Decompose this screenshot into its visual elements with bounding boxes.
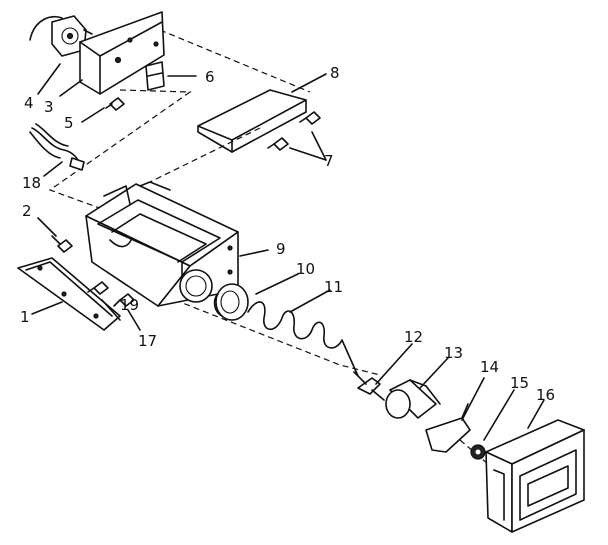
label-part-19: 19: [120, 296, 139, 314]
label-part-3: 3: [44, 98, 54, 116]
label-part-1: 1: [20, 308, 30, 326]
part-lever: [425, 403, 471, 453]
part-screw-17: [113, 293, 135, 307]
label-part-6: 6: [205, 68, 215, 86]
part-auger-spring: [247, 301, 359, 377]
part-bushing: [213, 283, 249, 321]
label-part-12: 12: [404, 328, 423, 346]
part-clip: [145, 61, 165, 91]
label-part-2: 2: [22, 202, 32, 220]
label-part-14: 14: [480, 358, 499, 376]
label-part-17: 17: [138, 332, 157, 350]
label-part-11: 11: [324, 278, 343, 296]
part-screw-19: [87, 281, 109, 295]
label-part-13: 13: [444, 344, 463, 362]
part-bracket-rail: [17, 257, 121, 331]
label-part-5: 5: [64, 114, 74, 132]
label-part-18: 18: [22, 174, 41, 192]
part-number-labels: 4 3 5 6 8 7 18 2 9 10 11 1 19 17 12 13 1…: [20, 64, 555, 404]
label-part-7: 7: [324, 152, 334, 170]
part-mounting-bracket: [79, 11, 165, 95]
part-cutter-housing: [385, 379, 441, 419]
part-ice-bucket-housing: [85, 181, 239, 307]
label-part-8: 8: [330, 64, 340, 82]
label-part-10: 10: [296, 260, 315, 278]
part-screw-5: [105, 97, 125, 111]
part-screw-2: [51, 235, 73, 253]
part-wire-harness: [29, 123, 85, 171]
label-part-15: 15: [510, 374, 529, 392]
part-crusher-blade: [353, 371, 385, 401]
part-front-cover: [485, 419, 585, 533]
leader-lines: [31, 63, 545, 441]
label-part-16: 16: [536, 386, 555, 404]
label-part-9: 9: [276, 240, 286, 258]
part-cover-plate: [197, 89, 307, 153]
label-part-4: 4: [24, 94, 34, 112]
part-nut: [470, 444, 486, 460]
part-screws-7: [267, 111, 321, 151]
